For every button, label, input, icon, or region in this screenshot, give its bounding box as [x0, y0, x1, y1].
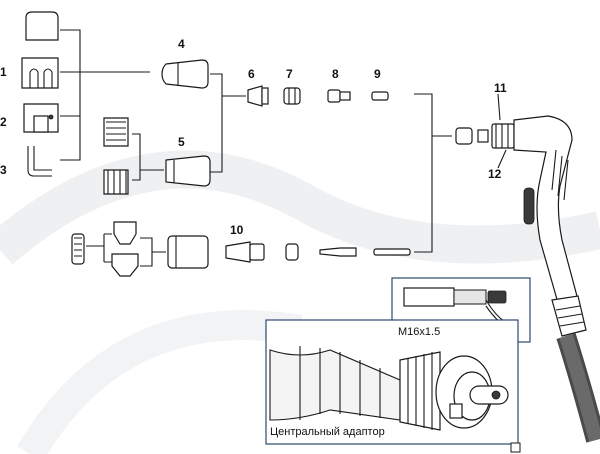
torch-body [491, 115, 587, 337]
callout-10: 10 [230, 223, 244, 237]
callout-2: 2 [0, 115, 7, 129]
connector-lines-left [60, 29, 150, 161]
electrode-long [319, 247, 357, 257]
knurled-ring [71, 233, 85, 265]
swirl-ring-a [103, 117, 129, 147]
connector-lines-10-mid [140, 237, 166, 267]
callout-7: 7 [286, 67, 293, 81]
connector-lines-4-5 [210, 73, 246, 173]
leader-12 [497, 149, 507, 169]
shield-cup-long [111, 253, 139, 277]
part-8-electrode [327, 89, 351, 103]
trigger [523, 187, 535, 225]
electrode-tip-long [373, 248, 411, 256]
callout-11: 11 [494, 81, 507, 95]
adapter-inset-drawing [269, 346, 509, 431]
swirl-ring-long [285, 243, 299, 261]
torch-nozzle-cap [455, 127, 489, 145]
part-4-retaining-cap [161, 59, 209, 89]
cap-top [25, 11, 59, 41]
inset-corner-marker [510, 442, 521, 453]
part-7-swirl-ring [283, 87, 301, 105]
shield-cup-short [113, 221, 137, 245]
callout-9: 9 [374, 67, 381, 81]
part-10-nozzle-long [225, 241, 265, 263]
thread-size-label: M16x1.5 [398, 326, 441, 338]
part-6-nozzle [247, 85, 269, 107]
callout-12: 12 [488, 167, 502, 181]
connector-lines-right [414, 93, 452, 253]
part-9-electrode-tip [371, 91, 389, 101]
callout-8: 8 [332, 67, 339, 81]
torch-hose-inner [559, 333, 600, 442]
callout-5: 5 [178, 135, 185, 149]
background-arc-lower [17, 310, 303, 454]
part-5-shield [165, 155, 211, 187]
part-1-spacer [21, 57, 59, 89]
leader-11 [497, 93, 501, 121]
part-3-spring [27, 146, 52, 177]
callout-1: 1 [0, 65, 7, 79]
callout-3: 3 [0, 163, 7, 177]
thread-inset-drawing [403, 287, 513, 331]
callout-4: 4 [178, 37, 185, 51]
callout-6: 6 [248, 67, 255, 81]
retaining-cap-long [167, 235, 209, 269]
background-arc [0, 150, 600, 265]
connector-lines-5 [132, 133, 164, 181]
swirl-ring-b [103, 169, 129, 195]
connector-lines-10-left [86, 233, 112, 263]
part-2-spacer [23, 103, 59, 133]
adapter-label: Центральный адаптор [270, 426, 385, 438]
